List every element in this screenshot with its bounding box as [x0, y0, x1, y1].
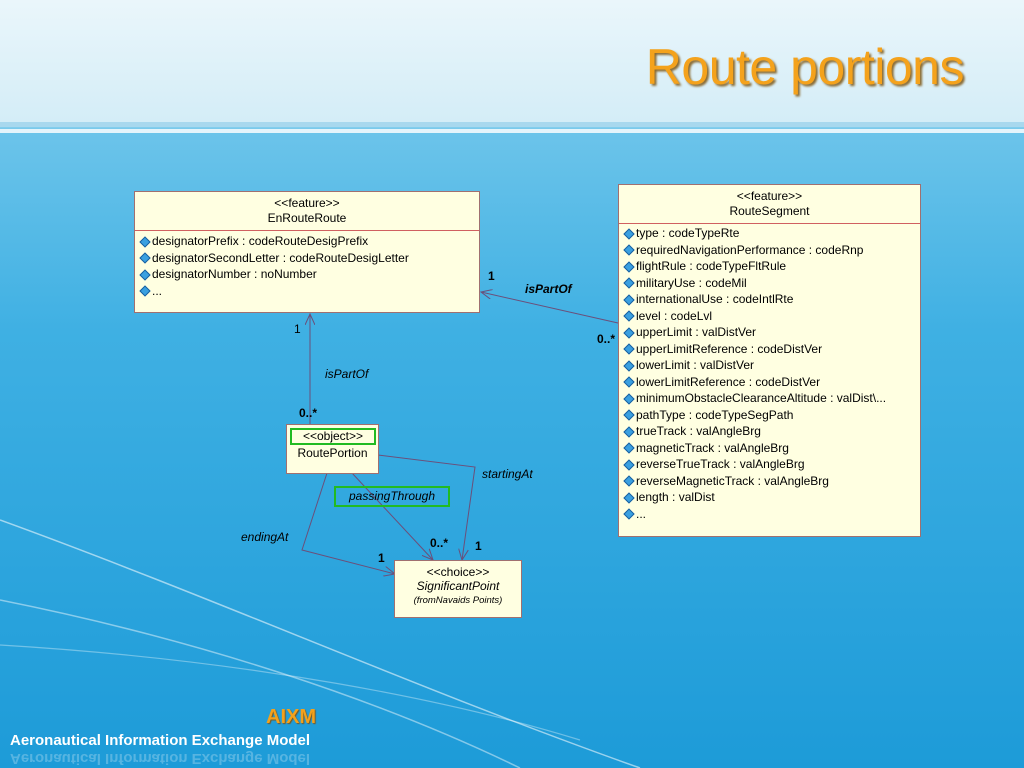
segment-attribute: reverseTrueTrack : valAngleBrg — [619, 456, 920, 473]
starting-mult: 1 — [475, 539, 482, 553]
ending-mult: 1 — [378, 551, 385, 565]
passing-mult: 0..* — [430, 536, 449, 550]
segment-separator — [619, 223, 920, 224]
segment-attribute: magneticTrack : valAngleBrg — [619, 440, 920, 457]
ending-at-line — [301, 472, 395, 574]
portion-mult-portion: 0..* — [299, 406, 318, 420]
portion-mult-route: 1 — [294, 322, 301, 336]
attribute-icon — [623, 508, 635, 520]
enroute-attribute: ... — [135, 283, 479, 300]
segment-attribute: flightRule : codeTypeFltRule — [619, 258, 920, 275]
route-segment-class[interactable]: <<feature>> RouteSegment type : codeType… — [618, 184, 921, 537]
portion-stereotype: <<object>> — [302, 429, 364, 443]
attribute-icon — [623, 459, 635, 471]
attribute-icon — [623, 409, 635, 421]
attribute-icon — [139, 252, 151, 264]
attribute-icon — [623, 442, 635, 454]
portion-role-label: isPartOf — [325, 367, 369, 381]
passing-role-label: passingThrough — [334, 486, 450, 507]
enroute-attribute: designatorPrefix : codeRouteDesigPrefix — [135, 233, 479, 250]
starting-role-label: startingAt — [482, 467, 533, 481]
segment-attribute: upperLimitReference : codeDistVer — [619, 341, 920, 358]
segment-mult-segment: 0..* — [597, 332, 616, 346]
point-package-note: (fromNavaids Points) — [413, 595, 503, 606]
point-name: SignificantPoint — [416, 579, 500, 593]
segment-ispartof-line — [481, 292, 619, 324]
segment-attribute: reverseMagneticTrack : valAngleBrg — [619, 473, 920, 490]
starting-at-line — [377, 454, 476, 560]
portion-name: RoutePortion — [297, 446, 368, 460]
aixm-logo: AIXM — [266, 706, 316, 728]
attribute-icon — [139, 285, 151, 297]
attribute-icon — [623, 376, 635, 388]
enroute-attribute: designatorSecondLetter : codeRouteDesigL… — [135, 250, 479, 267]
point-stereotype: <<choice>> — [426, 565, 490, 579]
slide-title: Route portions — [645, 39, 965, 95]
segment-attribute: length : valDist — [619, 489, 920, 506]
ending-role-label: endingAt — [241, 530, 289, 544]
segment-attribute: pathType : codeTypeSegPath — [619, 407, 920, 424]
attribute-icon — [623, 360, 635, 372]
attribute-icon — [623, 492, 635, 504]
segment-attribute: ... — [619, 506, 920, 523]
enroute-name: EnRouteRoute — [267, 211, 347, 225]
enroute-attribute: designatorNumber : noNumber — [135, 266, 479, 283]
footer-subtitle-reflection: Aeronautical Information Exchange Model — [10, 750, 311, 767]
segment-attribute: internationalUse : codeIntlRte — [619, 291, 920, 308]
segment-attribute: requiredNavigationPerformance : codeRnp — [619, 242, 920, 259]
slide-header — [0, 0, 1024, 122]
portion-stereotype-highlight: <<object>> — [290, 428, 376, 445]
segment-attribute: level : codeLvl — [619, 308, 920, 325]
route-portion-class[interactable]: <<object>> RoutePortion — [286, 424, 379, 474]
attribute-icon — [623, 294, 635, 306]
segment-attribute: trueTrack : valAngleBrg — [619, 423, 920, 440]
attribute-icon — [623, 343, 635, 355]
enroute-route-class[interactable]: <<feature>> EnRouteRoute designatorPrefi… — [134, 191, 480, 313]
attribute-icon — [623, 426, 635, 438]
enroute-stereotype: <<feature>> — [274, 196, 340, 210]
segment-role-label: isPartOf — [525, 282, 572, 296]
attribute-icon — [623, 244, 635, 256]
segment-attribute: minimumObstacleClearanceAltitude : valDi… — [619, 390, 920, 407]
segment-stereotype: <<feature>> — [736, 189, 803, 203]
significant-point-class[interactable]: <<choice>> SignificantPoint (fromNavaids… — [394, 560, 522, 618]
segment-mult-route: 1 — [488, 269, 495, 283]
attribute-icon — [623, 393, 635, 405]
header-divider — [0, 122, 1024, 127]
segment-attribute: lowerLimitReference : codeDistVer — [619, 374, 920, 391]
attribute-icon — [623, 475, 635, 487]
attribute-icon — [623, 277, 635, 289]
attribute-icon — [623, 310, 635, 322]
segment-attribute: lowerLimit : valDistVer — [619, 357, 920, 374]
footer-subtitle: Aeronautical Information Exchange Model — [10, 732, 311, 749]
attribute-icon — [623, 261, 635, 273]
segment-attribute: militaryUse : codeMil — [619, 275, 920, 292]
enroute-separator — [135, 230, 479, 231]
segment-attribute: type : codeTypeRte — [619, 225, 920, 242]
segment-name: RouteSegment — [729, 204, 810, 218]
attribute-icon — [139, 236, 151, 248]
attribute-icon — [623, 228, 635, 240]
attribute-icon — [139, 269, 151, 281]
attribute-icon — [623, 327, 635, 339]
segment-attribute: upperLimit : valDistVer — [619, 324, 920, 341]
header-divider-light — [0, 129, 1024, 133]
